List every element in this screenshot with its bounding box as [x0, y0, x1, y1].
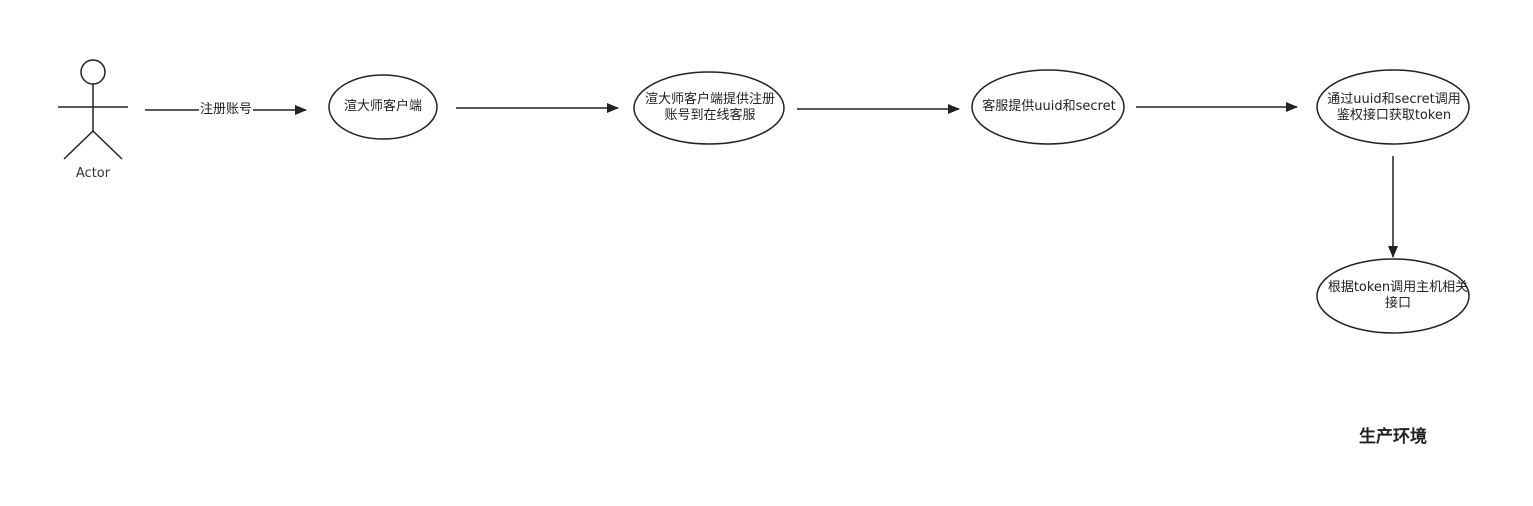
node-auth-shape[interactable]	[1316, 69, 1470, 145]
actor-left-leg	[63, 130, 94, 160]
actor-head	[80, 59, 106, 85]
node-client-shape[interactable]	[328, 74, 438, 140]
actor-label: Actor	[75, 166, 111, 181]
environment-title: 生产环境	[1359, 427, 1427, 447]
node-service-shape[interactable]	[971, 69, 1125, 145]
node-register-shape[interactable]	[633, 71, 785, 145]
node-host-shape[interactable]	[1316, 258, 1470, 334]
actor-figure[interactable]	[58, 59, 128, 160]
actor-right-leg	[92, 130, 123, 160]
edge-label-register-account: 注册账号	[199, 102, 254, 118]
